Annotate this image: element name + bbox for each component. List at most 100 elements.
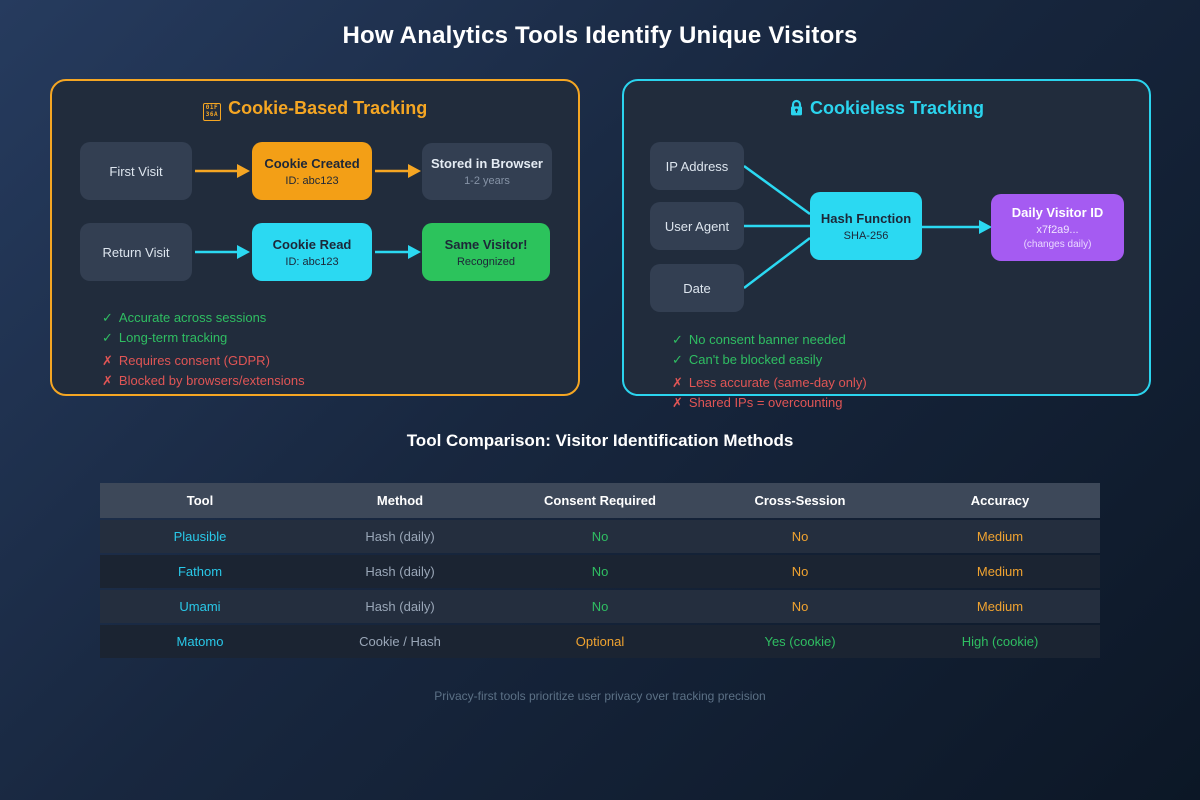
- con-item: ✗ Shared IPs = overcounting: [672, 394, 867, 411]
- cookieless-tracking-panel: Cookieless Tracking IP Address User Agen…: [622, 79, 1151, 410]
- node-label: Cookie Created: [264, 155, 360, 171]
- node-label: Hash Function: [820, 210, 912, 226]
- node-sublabel-2: (changes daily): [1023, 239, 1092, 250]
- node-label: User Agent: [664, 218, 730, 234]
- node-sublabel: SHA-256: [843, 229, 889, 242]
- cell-consent: No: [591, 529, 609, 544]
- comparison-table: Tool Method Consent Required Cross-Sessi…: [100, 483, 1100, 660]
- pro-item: ✓ Accurate across sessions: [102, 309, 305, 326]
- pro-text: Accurate across sessions: [118, 310, 267, 325]
- node-label: Stored in Browser: [431, 156, 543, 171]
- column-header-consent: Consent Required: [544, 493, 656, 508]
- cookieless-flow-lines: [743, 164, 992, 289]
- node-stored-in-browser: Stored in Browser 1-2 years: [422, 143, 552, 200]
- con-text: Shared IPs = overcounting: [688, 395, 843, 410]
- con-text: Blocked by browsers/extensions: [118, 373, 305, 388]
- cross-icon: ✗: [672, 395, 683, 410]
- cookieless-panel-title: Cookieless Tracking: [624, 98, 1149, 119]
- con-item: ✗ Less accurate (same-day only): [672, 374, 867, 391]
- node-same-visitor: Same Visitor! Recognized: [422, 223, 550, 281]
- node-date: Date: [650, 264, 744, 312]
- cell-cross-session: Yes (cookie): [764, 634, 836, 649]
- cell-accuracy: Medium: [976, 564, 1024, 579]
- node-label: Return Visit: [102, 244, 170, 260]
- cell-cross-session: No: [791, 599, 809, 614]
- cell-tool: Fathom: [177, 564, 223, 579]
- node-label: Cookie Read: [272, 236, 352, 252]
- cell-cross-session: No: [791, 564, 809, 579]
- lock-icon: [790, 99, 802, 116]
- cell-consent: No: [591, 564, 609, 579]
- page-title: How Analytics Tools Identify Unique Visi…: [342, 22, 858, 49]
- table-row-matomo: Matomo Cookie / Hash Optional Yes (cooki…: [100, 625, 1100, 658]
- con-text: Requires consent (GDPR): [118, 353, 270, 368]
- cross-icon: ✗: [102, 373, 113, 388]
- arrow-head-icon: [408, 164, 421, 178]
- node-sublabel: 1-2 years: [464, 175, 510, 187]
- cell-cross-session: No: [791, 529, 809, 544]
- cell-method: Hash (daily): [365, 599, 435, 614]
- cell-consent: No: [591, 599, 609, 614]
- cell-accuracy: Medium: [976, 529, 1024, 544]
- node-first-visit: First Visit: [80, 142, 192, 200]
- arrow-head-icon: [979, 220, 992, 234]
- cookieless-pros-cons-list: ✓ No consent banner needed ✓Can't be bloc…: [672, 331, 867, 414]
- node-sublabel: ID: abc123: [285, 255, 339, 268]
- node-sublabel: x7f2a9...: [1036, 224, 1079, 236]
- cell-tool: Matomo: [176, 634, 224, 649]
- arrow-head-icon: [237, 245, 250, 259]
- cell-tool: Plausible: [173, 529, 227, 544]
- cell-method: Hash (daily): [365, 564, 435, 579]
- table-row-umami: Umami Hash (daily) No No Medium: [100, 590, 1100, 623]
- column-header-tool: Tool: [186, 493, 214, 508]
- cell-accuracy: High (cookie): [961, 634, 1039, 649]
- table-header-row: Tool Method Consent Required Cross-Sessi…: [100, 483, 1100, 518]
- cross-icon: ✗: [102, 353, 113, 368]
- column-header-cross-session: Cross-Session: [754, 493, 846, 508]
- node-hash-function: Hash Function SHA-256: [810, 192, 922, 260]
- node-label: First Visit: [109, 163, 163, 179]
- node-ip-address: IP Address: [650, 142, 744, 190]
- arrow-head-icon: [408, 245, 421, 259]
- pro-text: Long-term tracking: [118, 330, 228, 345]
- table-row-fathom: Fathom Hash (daily) No No Medium: [100, 555, 1100, 588]
- table-row-plausible: Plausible Hash (daily) No No Medium: [100, 520, 1100, 553]
- cookie-flow-arrows: [195, 164, 421, 259]
- cookie-panel-title-text: Cookie-Based Tracking: [228, 98, 428, 118]
- node-cookie-read: Cookie Read ID: abc123: [252, 223, 372, 281]
- pro-item: ✓Can't be blocked easily: [672, 351, 867, 368]
- node-label: IP Address: [665, 158, 729, 174]
- node-daily-visitor-id: Daily Visitor ID x7f2a9... (changes dail…: [991, 194, 1124, 261]
- column-header-method: Method: [376, 493, 424, 508]
- con-item: ✗ Requires consent (GDPR): [102, 352, 305, 369]
- cookie-pros-cons-list: ✓ Accurate across sessions ✓ Long-term tra…: [102, 309, 305, 392]
- node-label: Daily Visitor ID: [1011, 205, 1104, 220]
- node-cookie-created: Cookie Created ID: abc123: [252, 142, 372, 200]
- check-icon: ✓: [672, 332, 683, 347]
- tofu-hex-top: 01F: [205, 104, 219, 112]
- node-label: Date: [683, 280, 711, 296]
- pro-text: No consent banner needed: [688, 332, 846, 347]
- cell-method: Hash (daily): [365, 529, 435, 544]
- node-user-agent: User Agent: [650, 202, 744, 250]
- cell-tool: Umami: [179, 599, 221, 614]
- pro-item: ✓ No consent banner needed: [672, 331, 867, 348]
- column-header-accuracy: Accuracy: [970, 493, 1030, 508]
- comparison-table-title: Tool Comparison: Visitor Identification …: [406, 431, 794, 450]
- node-sublabel: ID: abc123: [285, 174, 339, 187]
- cell-method: Cookie / Hash: [359, 634, 441, 649]
- line-date-to-hash: [743, 237, 811, 289]
- node-sublabel: Recognized: [456, 255, 516, 268]
- check-icon: ✓: [102, 310, 113, 325]
- con-text: Less accurate (same-day only): [688, 375, 867, 390]
- pro-item: ✓ Long-term tracking: [102, 329, 305, 346]
- cross-icon: ✗: [672, 375, 683, 390]
- con-item: ✗ Blocked by browsers/extensions: [102, 372, 305, 389]
- check-icon: ✓: [102, 330, 113, 345]
- cell-consent: Optional: [575, 634, 625, 649]
- node-return-visit: Return Visit: [80, 223, 192, 281]
